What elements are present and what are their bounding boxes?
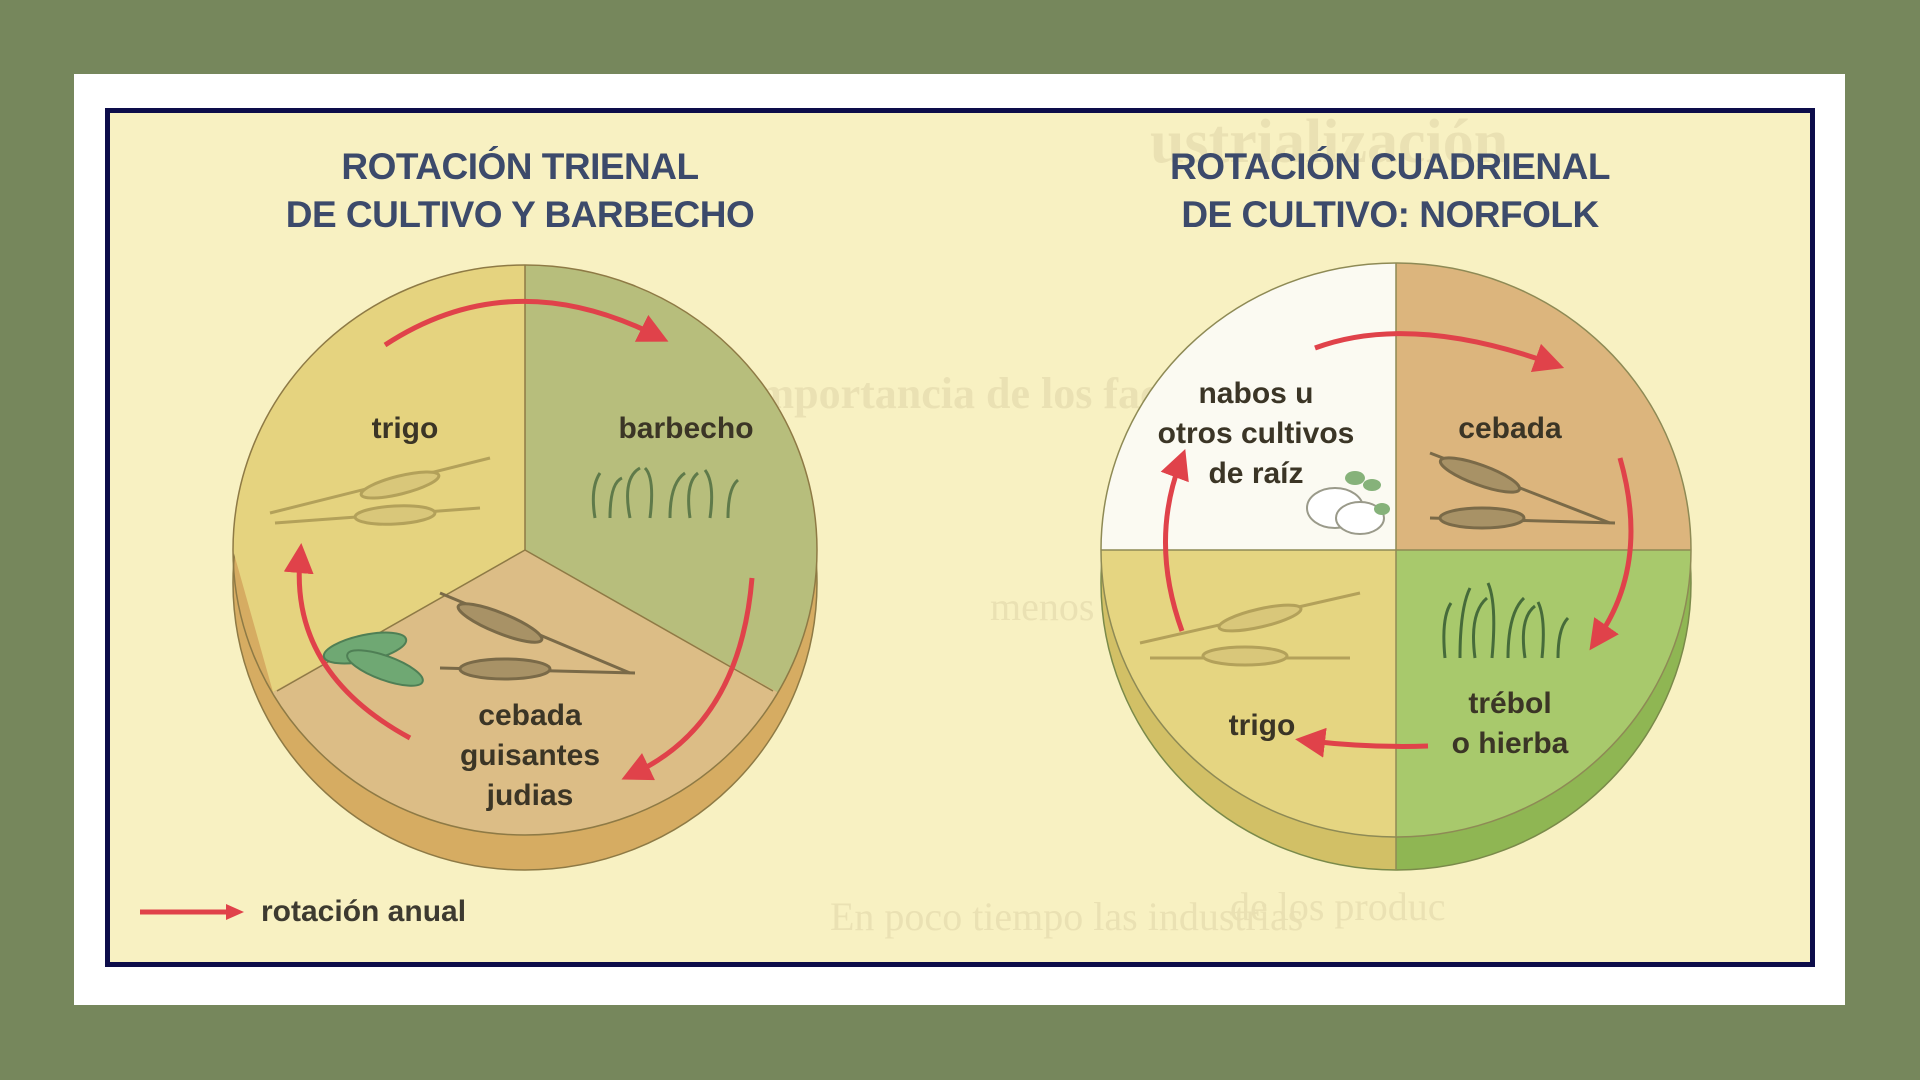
rotation-arrow-icon (1160, 448, 1189, 632)
barley-icon (439, 591, 636, 681)
sector-label-barbecho: barbecho (618, 412, 753, 445)
sector-cebada (1396, 263, 1691, 550)
left-title-line2: DE CULTIVO Y BARBECHO (285, 194, 755, 235)
left-rotation-disk: trigo barbecho cebada guisantes judias (232, 264, 818, 871)
sector-trigo (233, 265, 525, 692)
turnip-icon (1306, 471, 1390, 535)
rotation-arrow-icon (383, 298, 669, 348)
right-title-line2: DE CULTIVO: NORFOLK (1181, 194, 1599, 235)
sector-label-hierba: o hierba (1452, 727, 1569, 760)
left-title-line1: ROTACIÓN TRIENAL (341, 146, 699, 187)
sector-label-nabos-line2: otros cultivos (1158, 417, 1355, 450)
rotation-arrow-icon (1295, 727, 1429, 758)
sector-label-cebada: cebada (1458, 412, 1562, 445)
right-diagram-title: ROTACIÓN CUADRIENAL DE CULTIVO: NORFOLK (1090, 143, 1690, 239)
sector-label-cebada: cebada (478, 699, 582, 732)
arrow-right-icon (140, 904, 244, 920)
bleed-through-text: de los produc (1230, 884, 1446, 929)
sector-label-trigo: trigo (1229, 709, 1296, 742)
bleed-through-text: En poco tiempo las industrias (830, 894, 1304, 939)
sector-label-judias: judias (486, 779, 574, 812)
bleed-through-text: ustrialización (1150, 108, 1509, 176)
rotation-arrow-icon (1314, 331, 1565, 373)
legend: rotación anual (140, 895, 466, 929)
diagram-panel: ustrialización la importancia de los fac… (105, 108, 1815, 967)
left-diagram-title: ROTACIÓN TRIENAL DE CULTIVO Y BARBECHO (220, 143, 820, 239)
legend-label: rotación anual (261, 895, 467, 928)
sector-label-trebol: trébol (1468, 687, 1551, 720)
grass-icon (591, 466, 740, 519)
sector-label-trigo: trigo (372, 412, 439, 445)
right-rotation-disk: nabos u otros cultivos de raíz cebada tr… (1100, 262, 1692, 871)
peas-icon (322, 631, 424, 687)
wheat-icon (269, 456, 491, 526)
sector-label-nabos-line1: nabos u (1198, 377, 1313, 410)
right-title-line1: ROTACIÓN CUADRIENAL (1170, 146, 1610, 187)
rotation-diagrams: trigo barbecho cebada guisantes judias (232, 262, 1692, 871)
wheat-icon (1139, 591, 1361, 667)
rotation-arrow-icon (1589, 457, 1634, 651)
rotation-arrow-icon (621, 577, 755, 781)
sector-label-nabos-line3: de raíz (1208, 457, 1303, 490)
barley-icon (1429, 451, 1616, 530)
sector-label-guisantes: guisantes (460, 739, 600, 772)
rotation-arrow-icon (283, 543, 412, 741)
clover-grass-icon (1442, 582, 1570, 659)
